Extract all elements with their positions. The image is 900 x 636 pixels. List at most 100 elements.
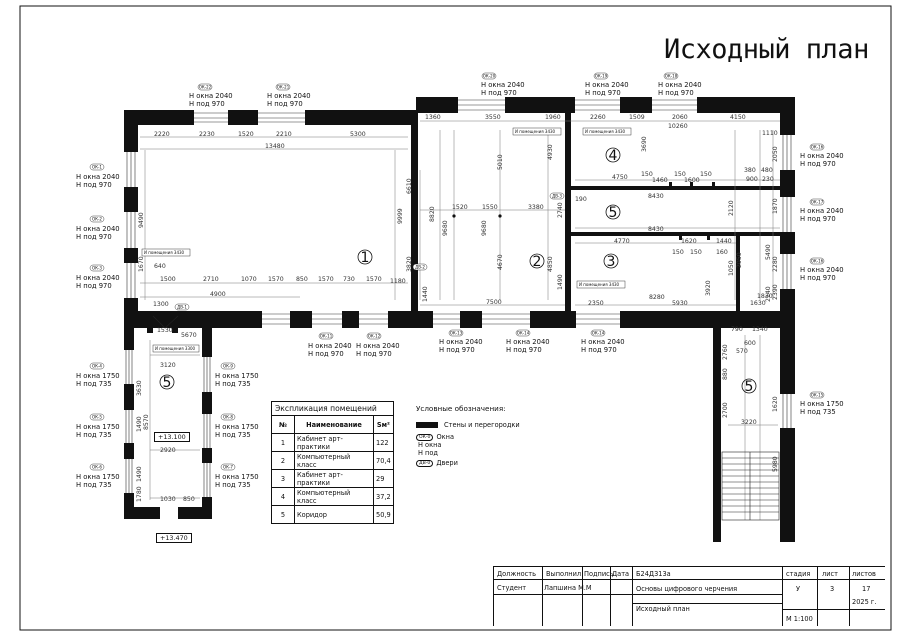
svg-text:790: 790 bbox=[731, 326, 743, 333]
window-bottom-5-sill: Н под 970 bbox=[581, 346, 617, 354]
room-3-height: И помещения 3430 bbox=[579, 282, 620, 287]
svg-text:1960: 1960 bbox=[545, 114, 561, 121]
legend-window-height: Н окна bbox=[418, 441, 442, 449]
window-bottom-2-height: Н окна 2040 bbox=[356, 342, 400, 350]
col-number-header: № bbox=[271, 415, 295, 434]
svg-text:9490: 9490 bbox=[138, 212, 145, 228]
svg-text:1050: 1050 bbox=[728, 260, 735, 276]
svg-text:9999: 9999 bbox=[397, 208, 404, 224]
svg-text:1530: 1530 bbox=[157, 327, 173, 334]
svg-text:1460: 1460 bbox=[652, 177, 668, 184]
svg-text:5010: 5010 bbox=[497, 154, 504, 170]
window-inner-1-height: Н окна 1750 bbox=[215, 372, 259, 380]
svg-text:480: 480 bbox=[761, 167, 773, 174]
walls bbox=[124, 97, 795, 542]
window-right-3-sill: Н под 970 bbox=[800, 274, 836, 282]
svg-text:1620: 1620 bbox=[681, 238, 697, 245]
dimension-texts: 2220 2230 1520 2210 5300 13480 1500 2710… bbox=[136, 114, 779, 503]
window-tag-inner-1: ОК-9 bbox=[223, 364, 233, 369]
window-left-5-sill: Н под 735 bbox=[76, 431, 112, 439]
room-4-height: И помещения 3430 bbox=[585, 129, 626, 134]
row-number: 1 bbox=[271, 433, 295, 452]
room-4-number: 4 bbox=[609, 148, 618, 164]
window-right-4-sill: Н под 735 bbox=[800, 408, 836, 416]
svg-text:8570: 8570 bbox=[143, 414, 150, 430]
partition-ticks bbox=[452, 182, 715, 240]
svg-text:9680: 9680 bbox=[442, 220, 449, 236]
window-top-3-height: Н окна 2040 bbox=[481, 81, 525, 89]
window-tag-right-2: ОК-17 bbox=[811, 200, 824, 205]
svg-text:2700: 2700 bbox=[722, 402, 729, 418]
window-left-6-height: Н окна 1750 bbox=[76, 473, 120, 481]
row-area: 29 bbox=[373, 469, 394, 488]
window-bottom-4-sill: Н под 970 bbox=[506, 346, 542, 354]
door-tag-2: ДВ-2 bbox=[415, 265, 425, 270]
window-tag-left-1: ОК-1 bbox=[92, 165, 102, 170]
row-area: 122 bbox=[373, 433, 394, 452]
window-inner-2-sill: Н под 735 bbox=[215, 431, 251, 439]
window-left-1-sill: Н под 970 bbox=[76, 181, 112, 189]
svg-text:2060: 2060 bbox=[672, 114, 688, 121]
row-number: 2 bbox=[271, 451, 295, 470]
subject: Основы цифрового черчения bbox=[636, 585, 738, 593]
window-tag-inner-3: ОК-7 bbox=[223, 465, 233, 470]
svg-text:6610: 6610 bbox=[406, 178, 413, 194]
window-left-2-height: Н окна 2040 bbox=[76, 225, 120, 233]
window-tag-bottom-5: ОК-14 bbox=[592, 331, 605, 336]
window-tag-left-3: ОК-3 bbox=[92, 266, 102, 271]
svg-text:4150: 4150 bbox=[730, 114, 746, 121]
svg-text:2140: 2140 bbox=[765, 286, 772, 302]
svg-text:2210: 2210 bbox=[276, 131, 292, 138]
elevation-mark-1: +13.100 bbox=[154, 432, 190, 442]
window-top-4-sill: Н под 970 bbox=[585, 89, 621, 97]
legend-title: Условные обозначения: bbox=[416, 404, 506, 413]
svg-text:1830: 1830 bbox=[757, 293, 773, 300]
svg-text:1600: 1600 bbox=[684, 177, 700, 184]
legend-doors: ДВ-0 Двери bbox=[416, 459, 536, 467]
svg-text:3630: 3630 bbox=[136, 380, 143, 396]
svg-text:2390: 2390 bbox=[772, 284, 779, 300]
table-row: 5 Коридор 50,9 bbox=[271, 505, 394, 524]
rooms-explication-table: Экспликация помещений № Наименование Sм²… bbox=[271, 401, 394, 524]
window-left-1-height: Н окна 2040 bbox=[76, 173, 120, 181]
svg-text:10260: 10260 bbox=[668, 123, 688, 130]
svg-text:230: 230 bbox=[762, 176, 774, 183]
svg-text:7500: 7500 bbox=[486, 299, 502, 306]
window-tag-top-2: ОК-21 bbox=[277, 85, 290, 90]
svg-text:640: 640 bbox=[154, 263, 166, 270]
window-tag-left-4: ОК-4 bbox=[92, 364, 102, 369]
svg-text:880: 880 bbox=[722, 368, 729, 380]
svg-text:1440: 1440 bbox=[716, 238, 732, 245]
svg-text:3120: 3120 bbox=[160, 362, 176, 369]
window-tag-top-1: ОК-22 bbox=[199, 85, 212, 90]
window-right-1-height: Н окна 2040 bbox=[800, 152, 844, 160]
window-bottom-5-height: Н окна 2040 bbox=[581, 338, 625, 346]
position: Студент bbox=[497, 584, 527, 592]
window-tag-inner-2: ОК-8 bbox=[223, 415, 233, 420]
svg-text:2740: 2740 bbox=[557, 202, 564, 218]
window-bottom-1-height: Н окна 2040 bbox=[308, 342, 352, 350]
window-tag-left-5: ОК-5 bbox=[92, 415, 102, 420]
svg-text:5490: 5490 bbox=[765, 244, 772, 260]
legend: Условные обозначения: Стены и перегородк… bbox=[416, 404, 536, 467]
svg-text:1570: 1570 bbox=[268, 276, 284, 283]
svg-text:150: 150 bbox=[672, 249, 684, 256]
svg-text:1030: 1030 bbox=[160, 496, 176, 503]
row-name: Кабинет арт-практики bbox=[294, 433, 374, 452]
room-2-number: 2 bbox=[533, 254, 542, 270]
window-tag-left-6: ОК-6 bbox=[92, 465, 102, 470]
svg-text:13480: 13480 bbox=[265, 143, 285, 150]
col-area-header: Sм² bbox=[373, 415, 394, 434]
wall-swatch bbox=[416, 422, 438, 428]
table-row: 1 Кабинет арт-практики 122 bbox=[271, 433, 394, 452]
window-tag-top-4: ОК-19 bbox=[595, 74, 608, 79]
corridor-height: И помещения 3300 bbox=[155, 346, 196, 351]
elevation-mark-2: +13.470 bbox=[156, 533, 192, 543]
h-position: Должность bbox=[497, 570, 537, 578]
room-5-left-number: 5 bbox=[163, 375, 172, 391]
svg-text:1570: 1570 bbox=[318, 276, 334, 283]
h-sheets: листов bbox=[852, 570, 876, 578]
window-top-5-sill: Н под 970 bbox=[658, 89, 694, 97]
window-top-5-height: Н окна 2040 bbox=[658, 81, 702, 89]
